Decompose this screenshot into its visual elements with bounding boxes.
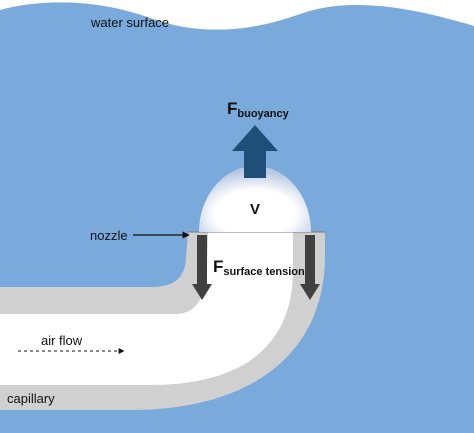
nozzle-label: nozzle: [90, 228, 128, 243]
capillary-label: capillary: [7, 391, 55, 406]
surface-tension-force-label: Fsurface tension: [213, 257, 305, 278]
buoyancy-force-subscript: buoyancy: [237, 108, 289, 120]
surface-tension-arrow-left: [192, 235, 212, 300]
bubble-volume-label: V: [250, 201, 260, 218]
buoyancy-force-arrow: [232, 125, 278, 178]
surface-tension-force-symbol: F: [213, 257, 223, 276]
buoyancy-force-symbol: F: [227, 99, 237, 118]
water-surface-label: water surface: [90, 15, 169, 30]
capillary-bore: [0, 232, 293, 385]
surface-tension-force-subscript: surface tension: [223, 266, 305, 278]
air-flow-label: air flow: [41, 333, 83, 348]
surface-tension-arrow-right: [300, 235, 320, 300]
buoyancy-force-label: Fbuoyancy: [227, 99, 290, 120]
gas-bubble: [199, 166, 311, 232]
